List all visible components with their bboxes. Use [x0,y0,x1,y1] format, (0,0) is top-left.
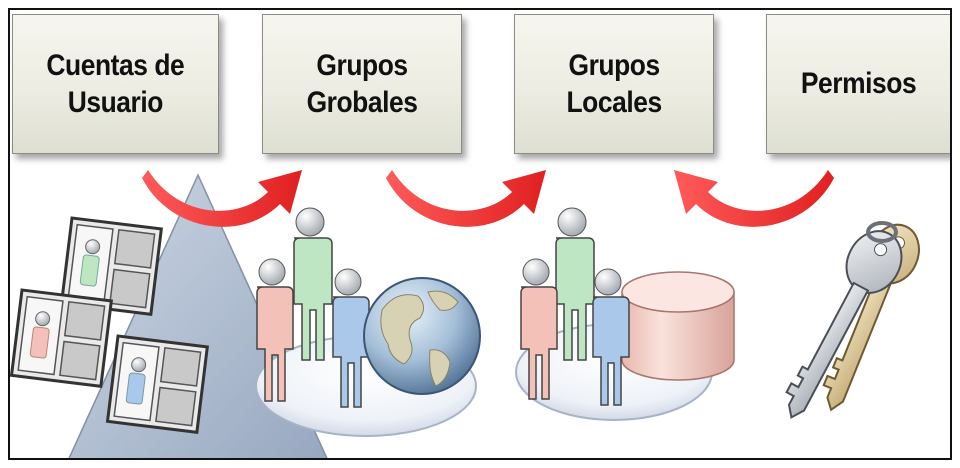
box-label-line1: Grupos [568,48,660,82]
diagram-frame: Cuentas de Usuario Grupos Grobales Grupo… [8,8,952,460]
box-grupos-locales: Grupos Locales [514,14,714,154]
box-label-line1: Cuentas de [46,48,185,82]
user-accounts-icon [10,216,210,434]
diagram-illustration [10,170,920,458]
curved-arrow-icon [142,170,302,227]
box-label-line1: Permisos [801,67,917,101]
global-group-icon [255,207,481,437]
box-permisos: Permisos [766,14,950,154]
database-cylinder-icon [621,271,735,381]
box-cuentas-de-usuario: Cuentas de Usuario [12,14,219,154]
keys-icon [785,221,920,419]
box-label-line2: Grobales [306,86,418,119]
curved-arrow-icon [386,170,546,227]
box-label-line2: Usuario [67,86,164,119]
globe-icon [363,277,481,395]
box-grupos-grobales: Grupos Grobales [262,14,462,154]
local-group-icon [515,207,735,421]
box-label-line1: Grupos [316,48,408,82]
box-label-line2: Locales [566,86,662,119]
curved-arrow-icon [674,170,834,227]
